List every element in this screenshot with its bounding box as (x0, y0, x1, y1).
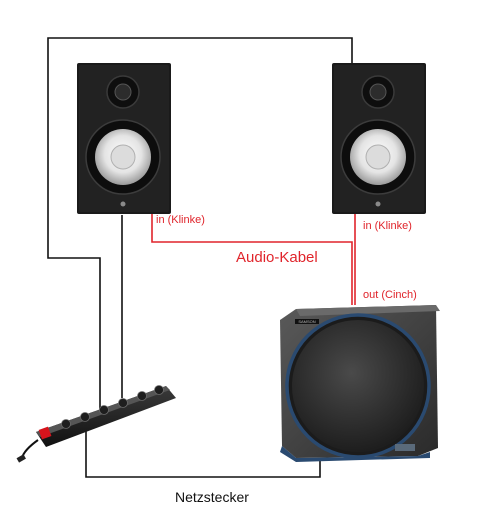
power-strip (16, 385, 176, 463)
left-speaker (77, 63, 171, 214)
power-plug-label: Netzstecker (175, 489, 249, 505)
subwoofer: SAMSON (280, 305, 440, 462)
audio-cable-label: Audio-Kabel (236, 249, 318, 266)
left-speaker-input-label: in (Klinke) (156, 214, 205, 226)
right-speaker (332, 63, 426, 214)
right-speaker-input-label: in (Klinke) (363, 220, 412, 232)
power-wire-right-speaker (47, 37, 353, 412)
subwoofer-output-label: out (Cinch) (363, 289, 417, 301)
power-strip-cable (21, 439, 39, 459)
power-wires (47, 37, 353, 478)
power-wire-subwoofer (85, 420, 321, 478)
power-switch-icon (38, 426, 52, 440)
audio-wires (151, 212, 356, 305)
subwoofer-brand-logo: SAMSON (298, 319, 315, 324)
audio-wire-left-speaker (151, 212, 353, 305)
subwoofer-cone-icon (292, 320, 424, 452)
